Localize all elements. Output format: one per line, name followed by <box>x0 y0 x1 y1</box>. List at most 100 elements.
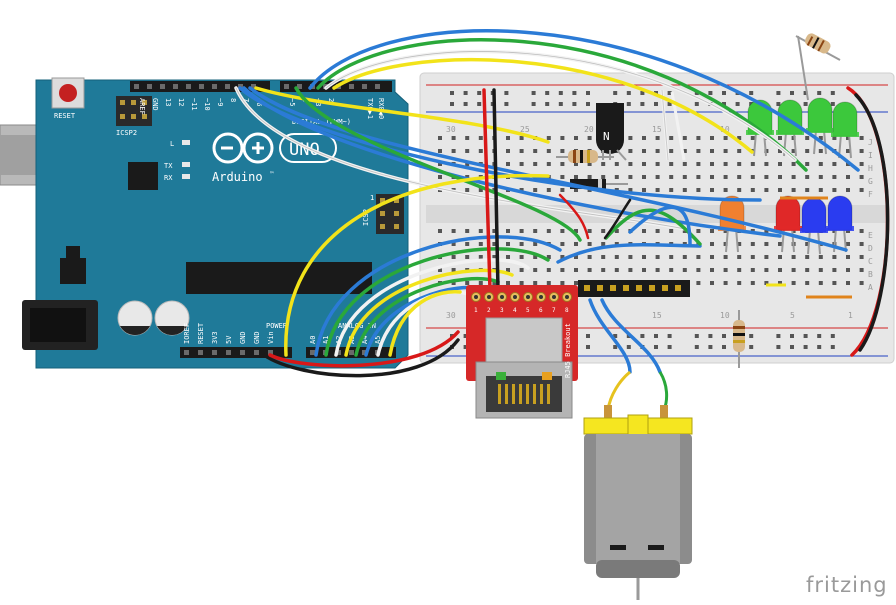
breadboard-hole <box>560 281 565 285</box>
breadboard-hole <box>642 136 646 140</box>
breadboard-hole <box>533 242 538 246</box>
rail-hole <box>830 102 835 106</box>
breadboard-hole <box>560 188 565 192</box>
digital-pin-label: 12 <box>177 98 185 106</box>
column-number: 30 <box>446 125 456 134</box>
breadboard-hole <box>764 268 769 272</box>
rail-hole <box>545 102 550 106</box>
row-letter: I <box>868 151 873 160</box>
breadboard-hole <box>465 175 470 179</box>
breadboard-hole <box>587 175 592 179</box>
uno-label: UNO <box>289 140 320 160</box>
rail-hole <box>531 102 536 106</box>
breadboard-hole <box>696 268 701 272</box>
breadboard-hole <box>669 188 674 192</box>
rail-hole <box>463 102 468 106</box>
breadboard-hole <box>669 255 674 259</box>
rx-led-label: RX <box>164 174 173 182</box>
rail-hole <box>776 345 781 349</box>
breadboard-hole <box>764 242 769 246</box>
breadboard-hole <box>737 281 742 285</box>
rj45-pin-label: 2 <box>487 307 491 314</box>
header-pin <box>212 350 217 355</box>
breadboard-hole <box>696 136 701 140</box>
wire-red <box>482 88 492 292</box>
rj45-pad-hole <box>487 295 491 299</box>
row-letter: A <box>868 283 873 292</box>
breadboard-hole <box>519 162 524 166</box>
motor-end-cap-center <box>627 414 649 438</box>
rail-hole <box>790 334 794 338</box>
rail-hole <box>626 345 631 349</box>
icsp-label: ICSP <box>362 209 370 226</box>
led-leg <box>793 131 797 157</box>
resistor <box>556 150 614 163</box>
breadboard-hole <box>846 242 850 246</box>
breadboard-hole <box>451 229 456 233</box>
breadboard-hole <box>642 229 646 233</box>
breadboard-hole <box>818 149 823 153</box>
led-rim <box>776 130 804 135</box>
fritzing-watermark: fritzing <box>806 573 888 597</box>
breadboard-hole <box>682 188 687 192</box>
icsp2-pins <box>120 100 147 119</box>
resistor <box>795 33 841 101</box>
serial-pin-label: RX0◀0 <box>377 98 385 119</box>
wire-white <box>334 258 530 357</box>
breadboard-hole <box>737 136 742 140</box>
breadboard-hole <box>805 255 810 259</box>
breadboard-hole <box>655 162 660 166</box>
breadboard-hole <box>710 268 714 272</box>
motor-vent <box>610 545 626 550</box>
rail-hole <box>558 91 563 95</box>
rail-hole <box>477 102 482 106</box>
breadboard-hole <box>832 175 837 179</box>
breadboard-hole <box>451 149 456 153</box>
breadboard-hole <box>587 268 592 272</box>
breadboard-hole <box>696 149 701 153</box>
breadboard-hole <box>506 268 510 272</box>
breadboard-hole <box>750 136 755 140</box>
blue-led <box>827 195 853 231</box>
column-number: 20 <box>584 125 594 134</box>
breadboard-hole <box>560 136 565 140</box>
breadboard-hole <box>601 268 606 272</box>
breadboard-hole <box>805 162 810 166</box>
breadboard-hole <box>723 149 728 153</box>
rail-hole <box>558 102 563 106</box>
rail-hole <box>586 91 590 95</box>
breadboard-hole <box>655 255 660 259</box>
header-pin <box>284 84 289 89</box>
green-led <box>807 97 833 133</box>
breadboard-hole <box>710 175 714 179</box>
breadboard-hole <box>710 281 714 285</box>
breadboard-hole <box>778 162 782 166</box>
breadboard-hole <box>859 268 864 272</box>
rail-hole <box>504 91 509 95</box>
breadboard-hole <box>723 268 728 272</box>
breadboard-hole <box>478 136 483 140</box>
power-pin-label: IOREF <box>183 323 191 344</box>
column-number: 30 <box>446 311 456 320</box>
breadboard-hole <box>750 162 755 166</box>
breadboard-hole <box>614 242 619 246</box>
rj45-contacts <box>498 384 550 404</box>
power-pin-label: 3V3 <box>211 331 219 344</box>
breadboard-hole <box>818 268 823 272</box>
rail-hole <box>803 102 808 106</box>
breadboard-hole <box>574 162 578 166</box>
breadboard-hole <box>574 255 578 259</box>
rj45-jack-opening <box>486 376 562 412</box>
led-leg <box>791 227 795 253</box>
motor-wire-yellow <box>606 370 631 411</box>
breadboard-hole <box>737 255 742 259</box>
breadboard-hole <box>451 281 456 285</box>
breadboard-hole <box>628 136 633 140</box>
led-leg <box>823 129 827 155</box>
breadboard-hole <box>546 281 551 285</box>
center-channel <box>426 205 888 223</box>
rail-hole <box>817 345 822 349</box>
icsp-pins <box>380 198 399 229</box>
wire-green <box>316 38 808 172</box>
resistor <box>733 310 745 368</box>
